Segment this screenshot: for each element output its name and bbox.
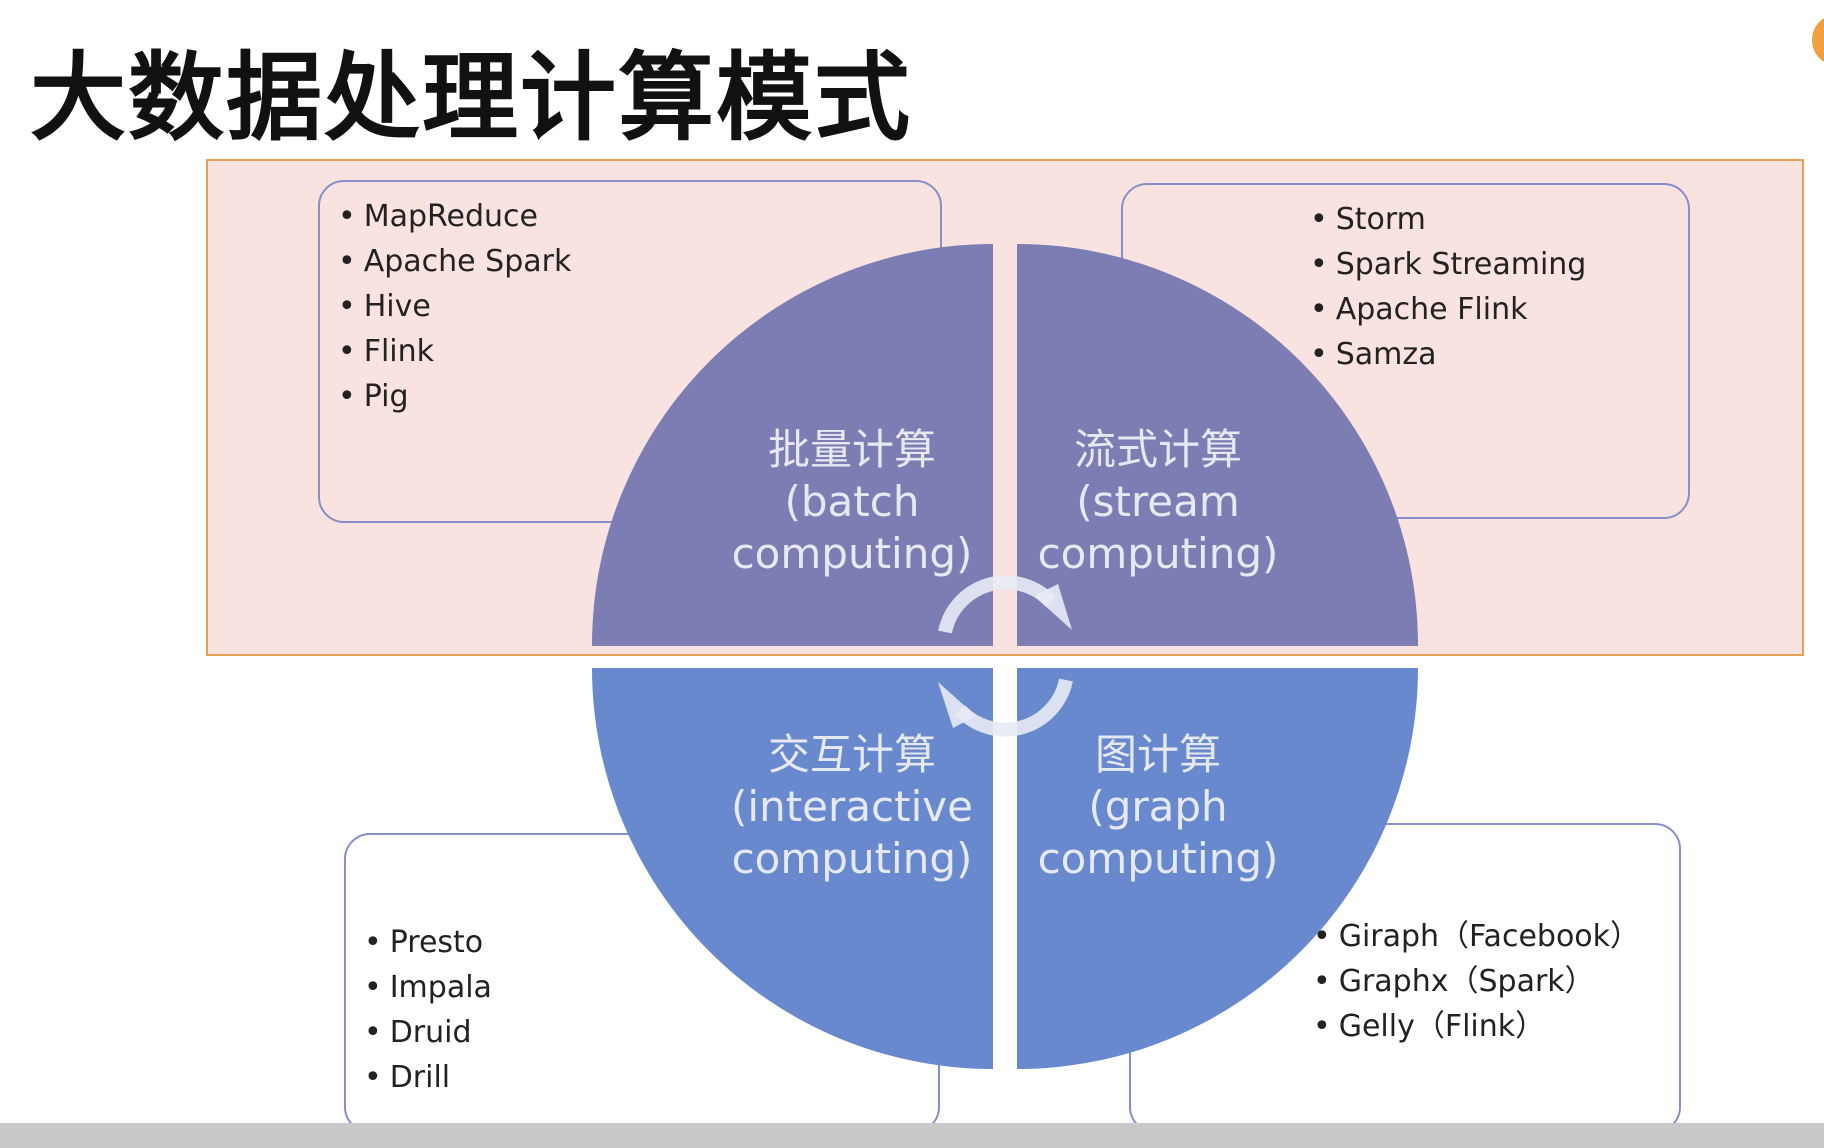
graph-quadrant xyxy=(1017,668,1418,1069)
stream-quadrant-label: 流式计算 (stream computing) xyxy=(1008,424,1308,580)
list-item: MapReduce xyxy=(338,194,571,239)
interactive-quadrant xyxy=(592,668,993,1069)
quadrant-subtitle: computing) xyxy=(1037,834,1279,883)
list-item: Drill xyxy=(364,1055,492,1100)
batch-items-list: MapReduce Apache Spark Hive Flink Pig xyxy=(338,194,572,419)
corner-marker-icon xyxy=(1812,14,1824,66)
interactive-items-list: Presto Impala Druid Drill xyxy=(364,920,492,1100)
quadrant-title: 图计算 xyxy=(1094,730,1221,779)
interactive-quadrant-label: 交互计算 (interactive computing) xyxy=(702,729,1002,885)
list-item: Storm xyxy=(1310,197,1586,242)
quadrant-title: 批量计算 xyxy=(767,425,936,474)
list-item: Hive xyxy=(338,284,571,329)
list-item: Flink xyxy=(338,329,571,374)
list-item: Apache Spark xyxy=(338,239,572,284)
quadrant-subtitle: computing) xyxy=(731,834,973,883)
list-item: Gelly（Flink） xyxy=(1313,1004,1640,1049)
list-item: Impala xyxy=(364,965,492,1010)
quadrant-subtitle: (batch xyxy=(784,477,920,526)
graph-quadrant-label: 图计算 (graph computing) xyxy=(1008,729,1308,885)
quadrant-subtitle: (graph xyxy=(1088,782,1228,831)
quadrant-title: 流式计算 xyxy=(1073,425,1242,474)
list-item: Samza xyxy=(1310,332,1586,377)
quadrant-title: 交互计算 xyxy=(767,730,936,779)
slide-title: 大数据处理计算模式 xyxy=(30,42,912,154)
quadrant-subtitle: computing) xyxy=(1037,529,1279,578)
cycle-arrow-icon xyxy=(938,575,1072,634)
graph-items-list: Giraph（Facebook） Graphx（Spark） Gelly（Fli… xyxy=(1313,914,1640,1049)
stream-items-list: Storm Spark Streaming Apache Flink Samza xyxy=(1310,197,1587,377)
list-item: Giraph（Facebook） xyxy=(1313,914,1640,959)
list-item: Graphx（Spark） xyxy=(1313,959,1640,1004)
list-item: Druid xyxy=(364,1010,492,1055)
video-subtitle-strip xyxy=(0,1123,1824,1148)
batch-quadrant xyxy=(591,244,993,646)
cycle-arrow-icon xyxy=(938,678,1073,737)
batch-quadrant-label: 批量计算 (batch computing) xyxy=(702,424,1002,580)
list-item: Presto xyxy=(364,920,492,965)
list-item: Spark Streaming xyxy=(1310,242,1587,287)
quadrant-subtitle: (interactive xyxy=(731,782,973,831)
stream-quadrant xyxy=(1017,244,1419,646)
quadrant-subtitle: (stream xyxy=(1076,477,1240,526)
quadrant-subtitle: computing) xyxy=(731,529,973,578)
list-item: Apache Flink xyxy=(1310,287,1586,332)
list-item: Pig xyxy=(338,374,571,419)
